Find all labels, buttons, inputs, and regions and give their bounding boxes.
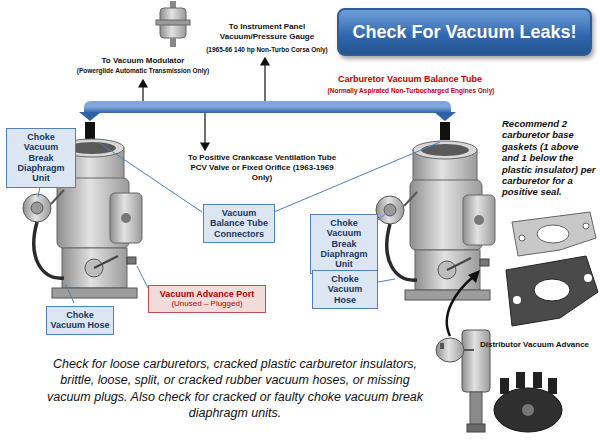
part-callout-box: Choke Vacuum Hose bbox=[46, 306, 114, 335]
gasket-illustration bbox=[506, 212, 598, 326]
note-text: Recommend 2 carburetor base gaskets (1 a… bbox=[502, 118, 598, 198]
callout-text: Vacuum Advance Port bbox=[152, 289, 262, 299]
part-label: (1965-66 140 hp Non-Turbo Corsa Only) bbox=[198, 46, 336, 54]
vacuum-modulator-icon bbox=[156, 1, 190, 47]
right-carburetor bbox=[376, 141, 495, 300]
arrowhead bbox=[468, 270, 480, 283]
part-label: Carburetor Vacuum Balance Tube bbox=[318, 74, 502, 85]
leader-lines bbox=[38, 142, 440, 303]
callout-text: Choke Vacuum Break Diaphragm Unit bbox=[314, 218, 374, 270]
title: Check For Vacuum Leaks! bbox=[352, 22, 576, 43]
part-callout-box: Choke Vacuum Hose bbox=[312, 270, 378, 309]
part-label: (Normally Aspirated Non-Turbocharged Eng… bbox=[306, 87, 516, 95]
part-callout-box: Vacuum Balance Tube Connectors bbox=[203, 204, 275, 243]
part-label: (Powerglide Automatic Transmission Only) bbox=[53, 67, 233, 75]
title-banner: Check For Vacuum Leaks! bbox=[337, 8, 592, 56]
caption: Check for loose carburetors, cracked pla… bbox=[40, 356, 430, 421]
part-label: To Vacuum Modulator bbox=[78, 56, 208, 66]
callout-note: (Unused – Plugged) bbox=[152, 299, 262, 308]
part-callout-box: Choke Vacuum Break Diaphragm Unit bbox=[310, 214, 378, 274]
callout-text: Choke Vacuum Hose bbox=[50, 310, 110, 331]
part-label: Distributor Vacuum Advance bbox=[480, 340, 596, 350]
tube-connector bbox=[85, 122, 95, 140]
balance-tube-band bbox=[90, 107, 445, 113]
part-label: PCV Valve or Fixed Orifice (1963-1969 On… bbox=[186, 163, 338, 182]
band-arrowhead bbox=[434, 112, 456, 121]
part-callout-box: Choke Vacuum Break Diaphragm Unit bbox=[6, 128, 76, 188]
vacuum-advance-arrow bbox=[447, 276, 474, 336]
callout-text: Vacuum Balance Tube Connectors bbox=[207, 208, 271, 239]
port-callout-box: Vacuum Advance Port(Unused – Plugged) bbox=[148, 285, 266, 313]
callout-text: Choke Vacuum Break Diaphragm Unit bbox=[10, 132, 72, 184]
part-label: To Positive Crankcase Ventilation Tube bbox=[176, 153, 348, 163]
band-arrowhead bbox=[79, 112, 101, 121]
callout-text: Choke Vacuum Hose bbox=[316, 274, 374, 305]
tube-connector bbox=[440, 122, 450, 140]
part-label: To Instrument Panel Vacuum/Pressure Gaug… bbox=[212, 22, 322, 41]
